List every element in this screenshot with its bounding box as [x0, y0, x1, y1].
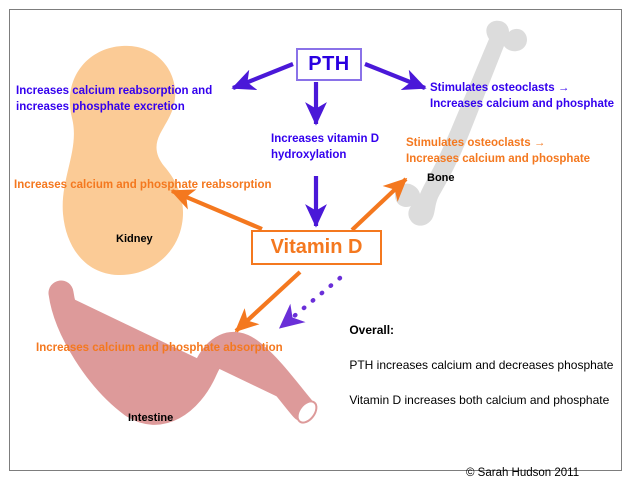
- summary-heading: Overall:: [349, 323, 395, 338]
- arrow-pth-to-bone: [364, 62, 427, 91]
- pth-bone-effect-line2: Increases calcium and phosphate: [430, 98, 615, 110]
- pth-label: PTH: [308, 53, 350, 75]
- vitamin-d-bone-effect-line1: Stimulates osteoclasts →: [406, 137, 546, 149]
- arrow-intestine-feedback-dotted: [278, 275, 343, 330]
- diagram-frame-border: [9, 9, 622, 471]
- vitamin-d-bone-effect-line2: Increases calcium and phosphate: [406, 153, 591, 165]
- pth-bone-effect-line1: Stimulates osteoclasts →: [430, 82, 570, 94]
- intestine-cut-end: [296, 400, 318, 424]
- vitamin-d-kidney-effect: Increases calcium and phosphate reabsorp…: [14, 179, 272, 191]
- kidney-organ-label: Kidney: [116, 233, 153, 245]
- arrow-vitamin-d-to-kidney: [170, 189, 263, 231]
- intestine-shape: [48, 280, 316, 425]
- summary-line2: Vitamin D increases both calcium and pho…: [349, 392, 610, 407]
- pth-vitamin-d-effect-line2: hydroxylation: [271, 149, 347, 161]
- pth-vitamin-d-effect-line1: Increases vitamin D: [271, 133, 380, 145]
- arrow-vitamin-d-to-bone: [350, 177, 408, 232]
- pth-kidney-effect-line2: increases phosphate excretion: [16, 101, 185, 113]
- kidney-shape: [62, 45, 184, 276]
- vitamin-d-label: Vitamin D: [270, 236, 363, 258]
- copyright-credit: © Sarah Hudson 2011: [466, 467, 580, 479]
- intestine-organ-label: Intestine: [128, 412, 174, 424]
- vitamin-d-intestine-effect: Increases calcium and phosphate absorpti…: [36, 342, 283, 354]
- summary-block: Overall: PTH increases calcium and decre…: [336, 305, 613, 427]
- arrow-pth-to-kidney: [231, 62, 294, 91]
- bone-organ-label: Bone: [427, 172, 455, 184]
- pth-kidney-effect-line1: Increases calcium reabsorption and: [16, 85, 213, 97]
- vitamin-d-node-box[interactable]: Vitamin D: [251, 230, 382, 265]
- summary-line1: PTH increases calcium and decreases phos…: [349, 358, 614, 373]
- pth-node-box[interactable]: PTH: [296, 48, 362, 81]
- bone-shape: [394, 20, 527, 226]
- arrow-vitamin-d-to-intestine: [234, 270, 302, 333]
